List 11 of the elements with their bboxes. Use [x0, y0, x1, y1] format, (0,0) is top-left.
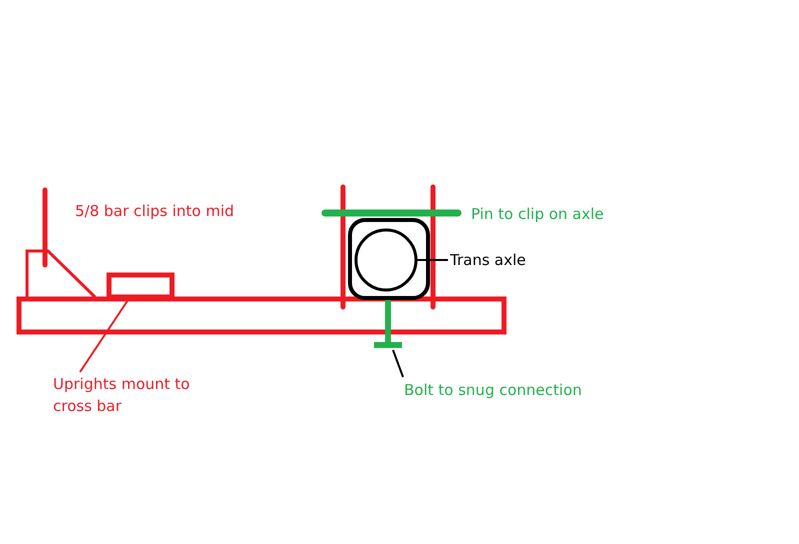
- part-label: Bolt to snug connection: [404, 379, 604, 401]
- leader-line: [392, 350, 404, 378]
- bolt: [374, 300, 402, 348]
- part-label: Uprights mount to cross bar: [53, 373, 213, 417]
- part-label: Trans axle: [450, 249, 560, 271]
- note-text: 5/8 bar clips into mid: [75, 201, 236, 222]
- upright-mount: [106, 272, 174, 300]
- note-text: Pin to clip on axle: [471, 204, 605, 225]
- leader-line: [416, 259, 448, 261]
- leader-line: [79, 299, 129, 373]
- axle-circle: [354, 228, 418, 292]
